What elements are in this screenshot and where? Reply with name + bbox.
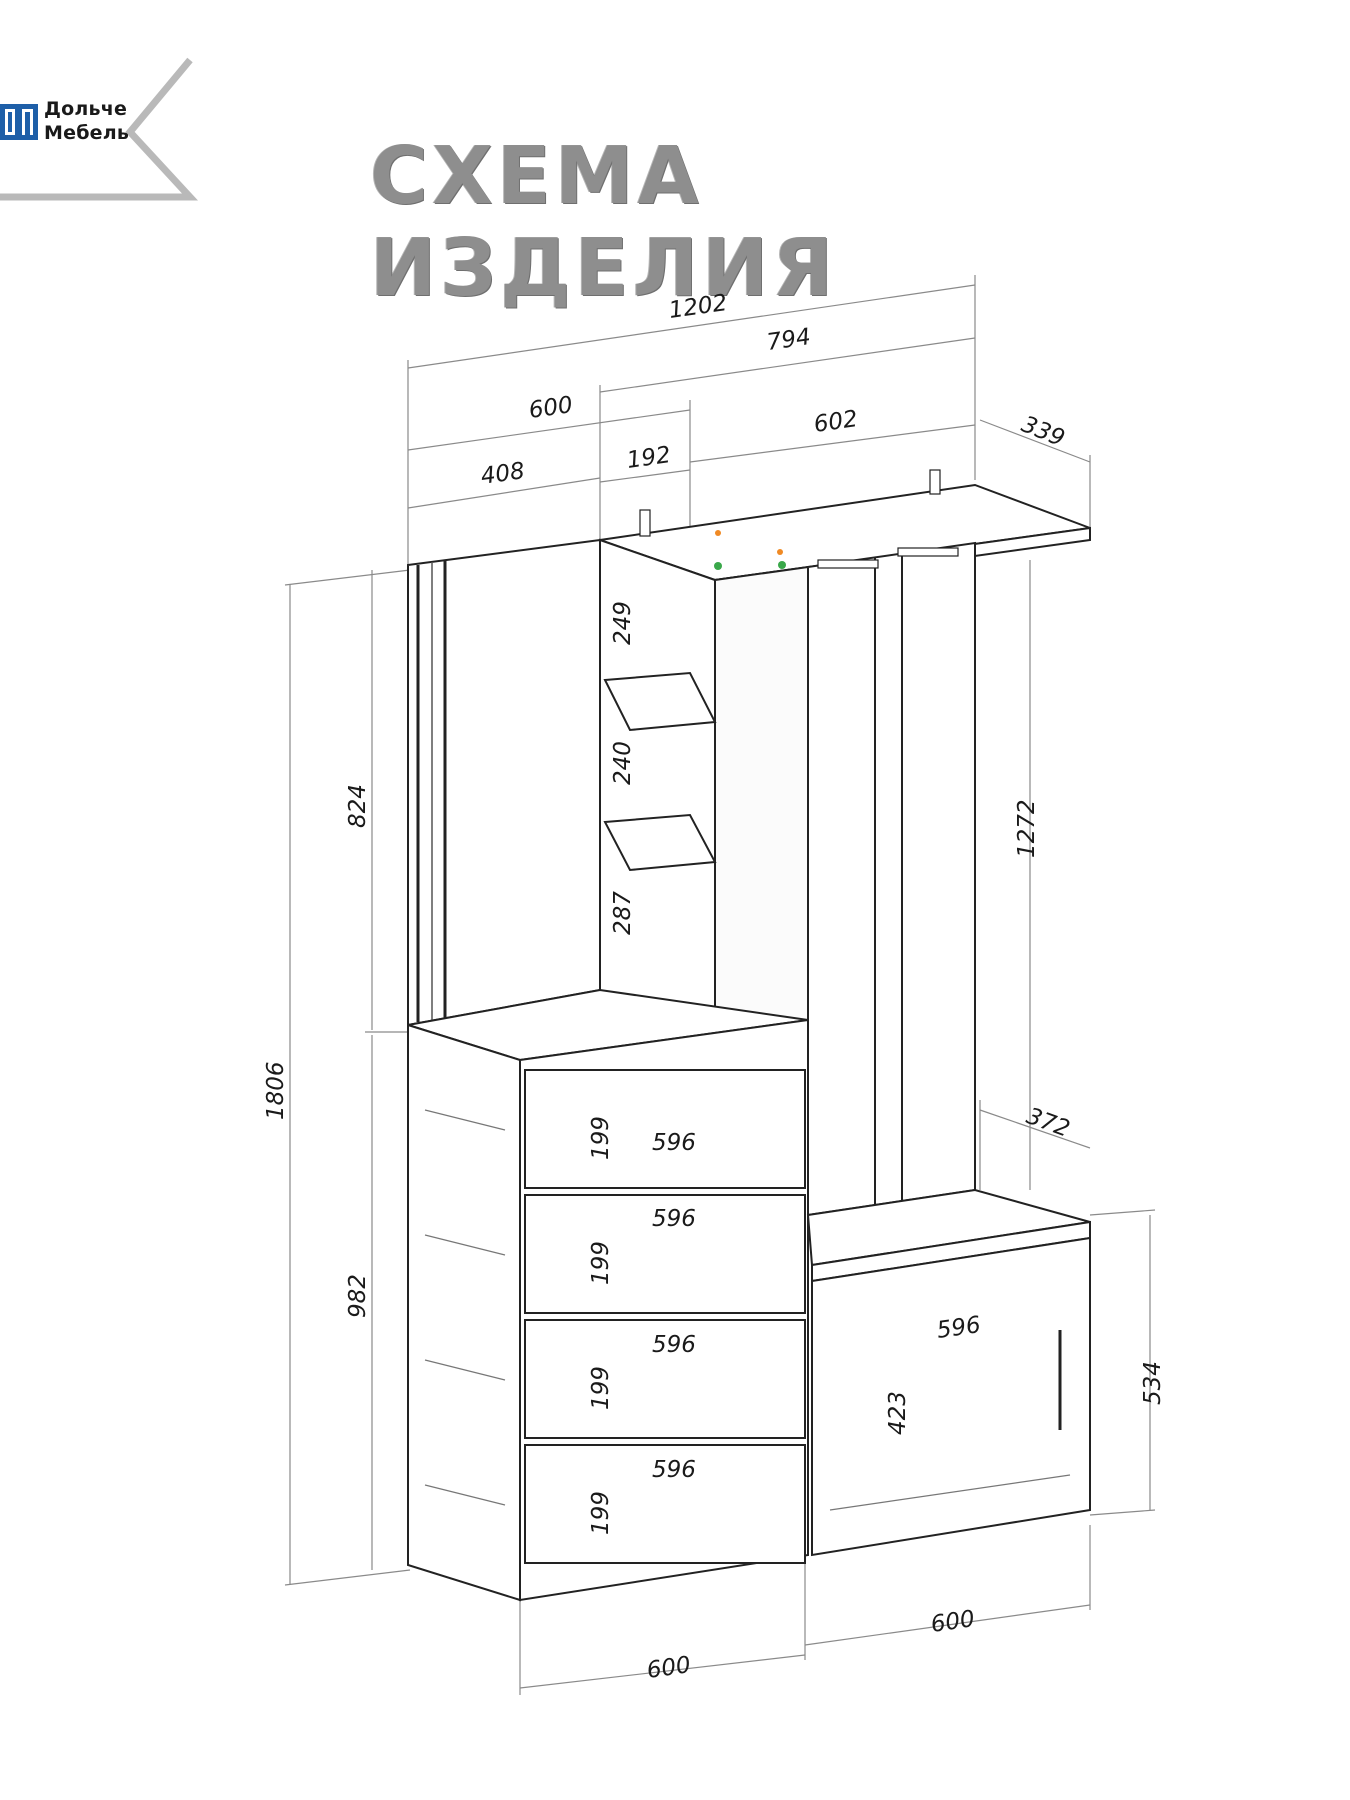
dim-mirror-width: 408 <box>479 458 526 490</box>
dim-drawer2-height: 199 <box>588 1241 614 1285</box>
dim-drawer4-height: 199 <box>588 1491 614 1535</box>
dim-shelf3: 287 <box>610 891 636 935</box>
page-title: СХЕМА ИЗДЕЛИЯ <box>370 130 838 314</box>
dim-drawer3-height: 199 <box>588 1366 614 1410</box>
logo-chevron-icon <box>0 57 198 201</box>
dim-shelf1: 249 <box>610 601 636 645</box>
dimension-lines <box>284 275 1156 1695</box>
dim-bottom-right-width: 600 <box>929 1606 976 1638</box>
dim-total-width: 1202 <box>667 290 729 324</box>
dim-drawer4-width: 596 <box>652 1457 696 1483</box>
shelf-column <box>599 538 809 1032</box>
bench-cabinet <box>806 1188 1091 1557</box>
dim-gap-width: 192 <box>625 442 672 474</box>
dim-drawer3-width: 596 <box>652 1332 696 1358</box>
dim-upper-width: 794 <box>765 324 812 356</box>
dim-drawer2-width: 596 <box>652 1206 696 1232</box>
brand-name-line1: Дольче <box>44 98 128 120</box>
mirror-panel <box>407 538 601 1027</box>
dim-shelf2: 240 <box>610 741 636 785</box>
dim-hanger-height: 1272 <box>1014 799 1040 858</box>
dim-drawer1-width: 596 <box>652 1130 696 1156</box>
dim-total-height: 1806 <box>263 1061 289 1120</box>
dim-depth-top: 339 <box>1018 411 1068 452</box>
hanger-panel <box>807 541 976 1217</box>
brand-name-line2: Мебель <box>44 122 130 144</box>
dim-bench-height: 534 <box>1140 1361 1166 1405</box>
dim-cabinet-door-height: 423 <box>885 1391 911 1435</box>
dim-lower-height: 982 <box>345 1274 371 1318</box>
brand-logo: Дольче Мебель <box>0 52 200 202</box>
dim-drawer1-height: 199 <box>588 1116 614 1160</box>
dim-bottom-left-width: 600 <box>645 1652 692 1684</box>
dim-left-width: 600 <box>527 392 574 424</box>
chest-of-drawers <box>407 988 809 1602</box>
dim-cabinet-door-width: 596 <box>935 1312 982 1344</box>
dim-upper-height: 824 <box>345 784 371 828</box>
dim-right-span: 602 <box>812 406 859 438</box>
